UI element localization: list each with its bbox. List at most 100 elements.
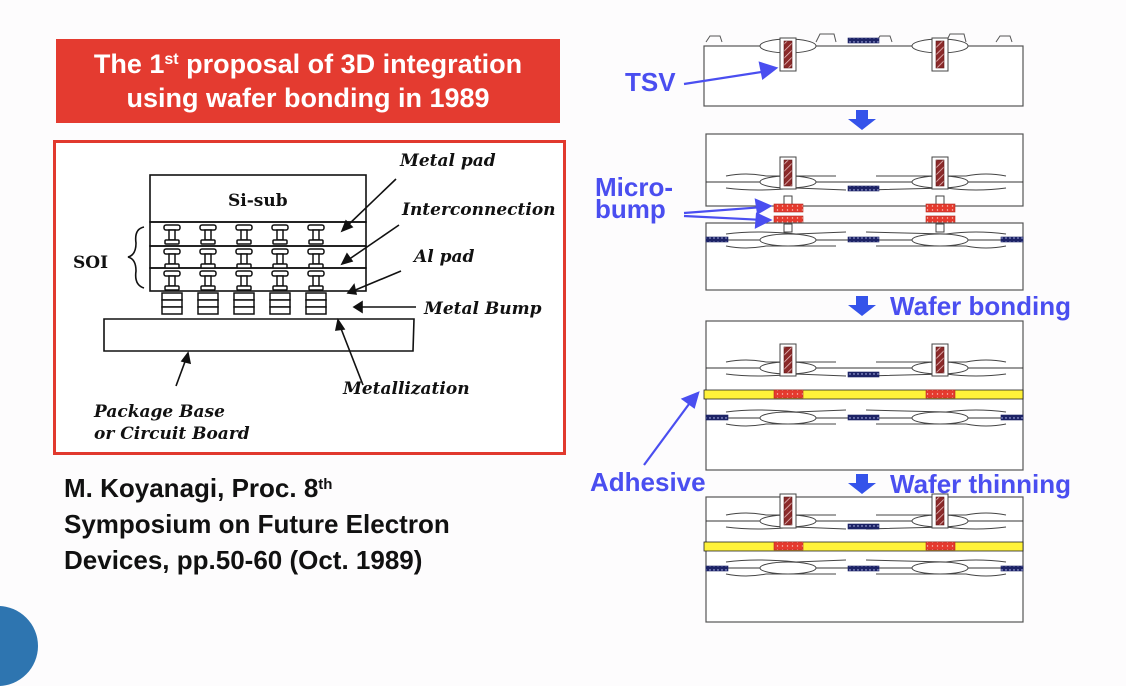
isolation-oxide: [911, 411, 969, 425]
al-pad: [164, 263, 180, 269]
panel-tsv-wafer: [703, 33, 1024, 107]
flow-arrow-1: [848, 110, 876, 130]
isolation-oxide: [759, 411, 817, 425]
via-interconnect: [276, 253, 284, 265]
tsv-via: [935, 159, 945, 187]
device-pad: [1000, 565, 1024, 572]
al-pad: [200, 285, 216, 291]
citation: M. Koyanagi, Proc. 8th Symposium on Futu…: [64, 470, 450, 578]
metal-bump-stack: [305, 292, 327, 315]
tsv-pointer: [683, 69, 769, 86]
flow-arrow-3: [848, 474, 876, 494]
citation-line-1: M. Koyanagi, Proc. 8th: [64, 473, 333, 503]
soi-layer-3: [149, 267, 367, 292]
panel-wafer-bonded: [703, 320, 1024, 471]
label-wafer-bonding: Wafer bonding: [890, 291, 1072, 321]
panel-microbump: [705, 133, 1024, 291]
al-pad: [200, 239, 216, 245]
via-interconnect: [312, 275, 320, 287]
tsv-via: [935, 496, 945, 526]
label-soi: SOI: [73, 253, 109, 273]
al-pad: [272, 263, 288, 269]
via-interconnect: [276, 229, 284, 241]
adhesive-pointer: [643, 399, 693, 466]
device-pad: [847, 371, 880, 378]
al-pad: [272, 239, 288, 245]
citation-line-2: Symposium on Future Electron: [64, 509, 450, 539]
via-interconnect: [204, 275, 212, 287]
lower-wafer: [705, 222, 1024, 291]
citation-line-3: Devices, pp.50-60 (Oct. 1989): [64, 545, 423, 575]
process-flow-diagram: [643, 33, 1024, 623]
3d-stack-drawing: [103, 174, 416, 387]
isolation-oxide: [911, 561, 969, 575]
metal-pad-arrow: [345, 178, 397, 228]
al-pad: [164, 285, 180, 291]
via-interconnect: [204, 229, 212, 241]
isolation-oxide: [759, 233, 817, 247]
soi-layer-2: [149, 245, 367, 269]
via-interconnect: [204, 253, 212, 265]
al-pad-arrow: [352, 270, 402, 292]
title-banner: The 1st proposal of 3D integration using…: [56, 39, 560, 123]
tsv-via: [783, 346, 793, 374]
al-pad: [200, 263, 216, 269]
microbump-pointer-bottom: [683, 214, 765, 222]
tsv-via: [935, 346, 945, 374]
label-wafer-thinning: Wafer thinning: [890, 469, 1072, 499]
al-pad: [272, 285, 288, 291]
metal-bump-stack: [197, 292, 219, 315]
title-line-2: using wafer bonding in 1989: [126, 83, 490, 113]
device-pad: [847, 185, 880, 192]
device-pad: [847, 523, 880, 530]
metal-bump-stack: [161, 292, 183, 315]
soi-brace: [127, 226, 145, 289]
label-al-pad: Al pad: [414, 247, 475, 267]
label-package-base: Package Base: [94, 402, 225, 422]
package-base: [103, 318, 415, 352]
title-line-1: The 1st proposal of 3D integration: [93, 49, 523, 79]
via-interconnect: [240, 253, 248, 265]
device-pad: [705, 414, 729, 421]
tsv-via: [935, 40, 945, 69]
flow-arrow-2: [848, 296, 876, 316]
device-pad: [847, 236, 880, 243]
via-interconnect: [240, 275, 248, 287]
via-interconnect: [240, 229, 248, 241]
label-si-sub: Si-sub: [228, 191, 288, 211]
al-pad: [236, 239, 252, 245]
via-interconnect: [168, 229, 176, 241]
microbump-pointer-top: [683, 205, 765, 215]
adhesive-layer: [703, 389, 1024, 400]
al-pad: [308, 239, 324, 245]
metal-bump-stack: [269, 292, 291, 315]
via-interconnect: [276, 275, 284, 287]
label-metal-bump: Metal Bump: [424, 299, 542, 319]
tsv-via: [783, 496, 793, 526]
device-pad: [847, 37, 880, 44]
isolation-oxide: [911, 233, 969, 247]
microbump: [925, 389, 956, 399]
upper-wafer: [705, 133, 1024, 207]
via-interconnect: [312, 253, 320, 265]
adhesive-layer: [703, 541, 1024, 552]
al-pad: [308, 285, 324, 291]
microbump: [773, 203, 804, 213]
isolation-oxide: [759, 561, 817, 575]
al-pad: [236, 263, 252, 269]
al-pad: [308, 263, 324, 269]
device-pad: [1000, 236, 1024, 243]
soi-layer-1: [149, 221, 367, 247]
al-pad: [236, 285, 252, 291]
label-tsv: TSV: [625, 67, 676, 97]
device-pad: [847, 414, 880, 421]
corner-logo-circle: [0, 606, 38, 686]
microbump: [773, 389, 804, 399]
label-microbump-2: bump: [595, 194, 666, 224]
label-microbump-1: Micro-: [595, 172, 673, 202]
panel-wafer-thinned: [703, 493, 1024, 623]
tsv-via: [783, 40, 793, 69]
label-metallization: Metallization: [343, 379, 470, 399]
label-interconnection: Interconnection: [402, 200, 556, 220]
via-interconnect: [312, 229, 320, 241]
